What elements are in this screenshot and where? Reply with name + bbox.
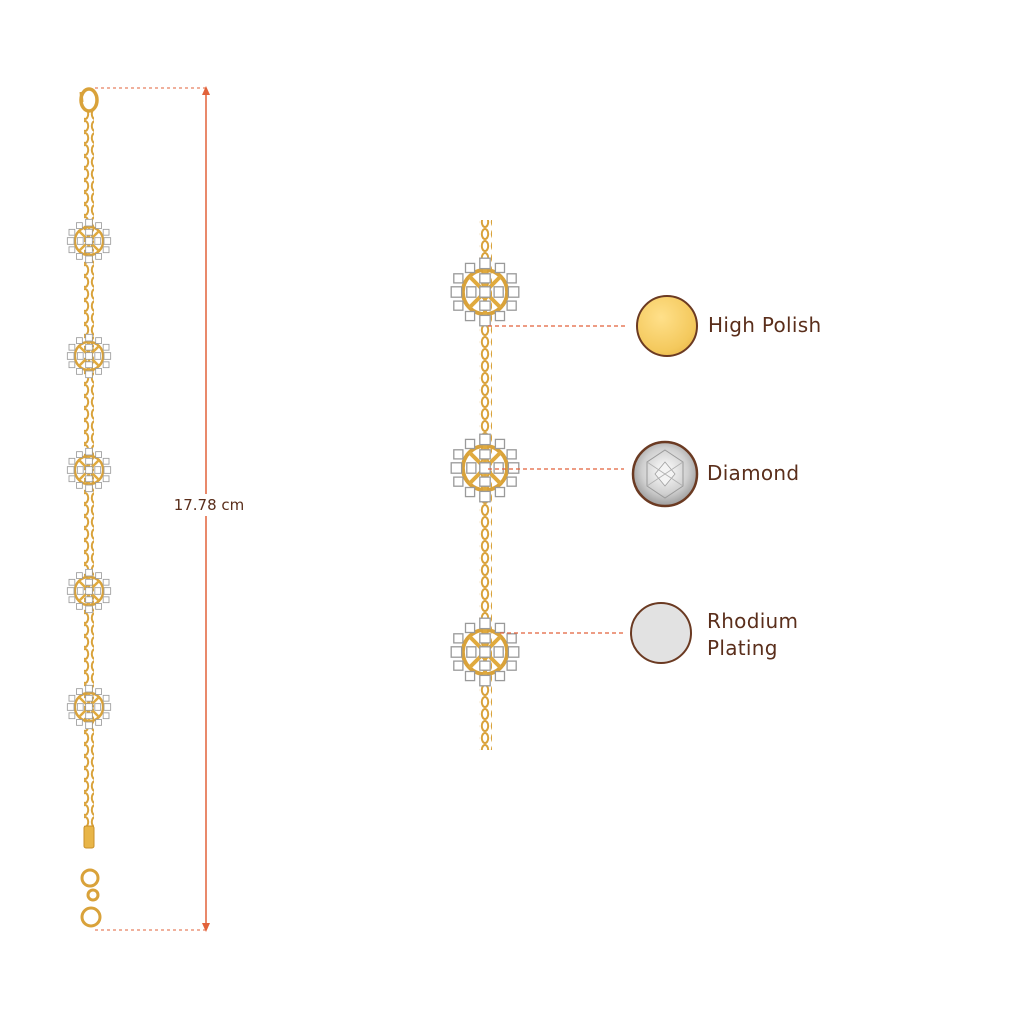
feature-label-high-polish: High Polish	[708, 313, 822, 337]
leader-lines	[488, 325, 626, 634]
extension-rings	[80, 868, 102, 928]
brand-tag	[83, 825, 95, 849]
detail-flower-motif	[449, 432, 521, 504]
lobster-clasp	[79, 87, 99, 113]
flower-motif	[66, 447, 112, 493]
feature-label-diamond: Diamond	[707, 461, 800, 485]
detail-bracelet	[449, 220, 521, 750]
detail-flower-motif	[449, 256, 521, 328]
flower-motif	[66, 568, 112, 614]
length-label: 17.78 cm	[168, 494, 250, 516]
full-bracelet	[66, 87, 112, 928]
flower-motif	[66, 684, 112, 730]
feature-label-rhodium-line1: Rhodium	[707, 609, 799, 633]
detail-flower-motif	[449, 616, 521, 688]
feature-label-rhodium-line2: Plating	[707, 636, 778, 660]
flower-motif	[66, 218, 112, 264]
diamond-swatch	[631, 440, 699, 508]
flower-motif	[66, 333, 112, 379]
rhodium-swatch	[630, 602, 692, 664]
gold-polish-swatch	[636, 295, 698, 357]
